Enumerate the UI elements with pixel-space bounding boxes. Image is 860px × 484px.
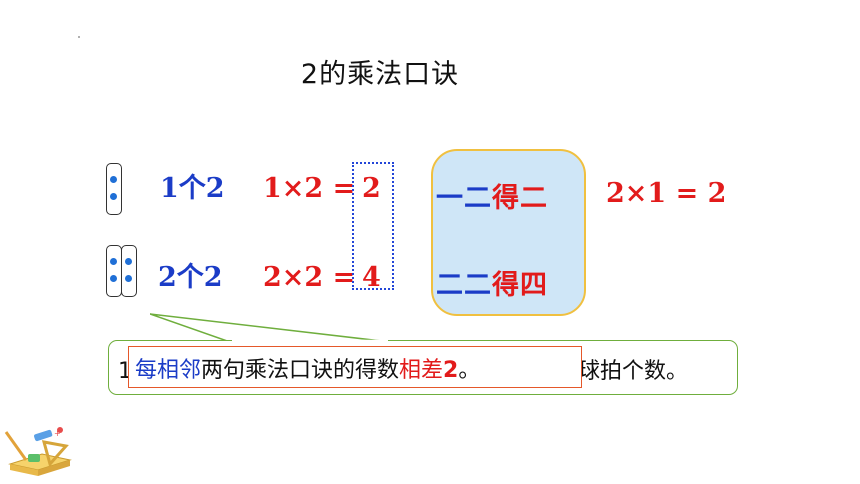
key-point-overlay (128, 346, 582, 388)
counting-stick-double-a (106, 245, 122, 297)
key-point-blue: 每相邻 (135, 358, 202, 383)
key-point-red: 相差 (399, 358, 444, 383)
key-point-text: 每相邻两句乘法口诀的得数相差2。 (135, 352, 480, 384)
rhyme-panel (431, 149, 586, 316)
svg-text:+: + (54, 429, 61, 438)
row1-rhyme-red: 得二 (492, 183, 548, 214)
stick-dot (110, 275, 117, 282)
key-point-end: 。 (458, 358, 481, 383)
row2-rhyme-red: 得四 (492, 270, 548, 301)
counting-stick-double-b (121, 245, 137, 297)
row1-equation-left: 1×2 = (263, 173, 356, 204)
decorative-dot (78, 36, 80, 38)
stick-dot (110, 258, 117, 265)
row2-equation-left: 2×2 = (263, 262, 356, 293)
commutative-equation: 2×1 = 2 (606, 178, 727, 209)
bubble-suffix: 球拍个数。 (578, 359, 689, 384)
key-point-number: 2 (443, 358, 459, 383)
stick-dot (110, 176, 117, 183)
row1-rhyme-blue: 一二 (436, 183, 492, 214)
row1-rhyme: 一二得二 (436, 176, 548, 215)
row2-rhyme: 二二得四 (436, 263, 548, 302)
stick-dot (125, 258, 132, 265)
key-point-mid: 两句乘法口诀的得数 (201, 358, 400, 383)
stick-dot (110, 193, 117, 200)
row1-product: 2 (362, 173, 381, 204)
row2-product: 4 (362, 262, 381, 293)
counting-stick-single (106, 163, 122, 215)
stick-dot (125, 275, 132, 282)
stationery-book-icon: + (4, 427, 72, 476)
product-highlight-box (352, 162, 394, 290)
row2-rhyme-blue: 二二 (436, 270, 492, 301)
row1-count-label: 1个2 (160, 173, 225, 204)
row2-count-label: 2个2 (158, 262, 223, 293)
bubble-tail-cover (232, 339, 388, 343)
page-title: 2的乘法口诀 (300, 59, 460, 90)
